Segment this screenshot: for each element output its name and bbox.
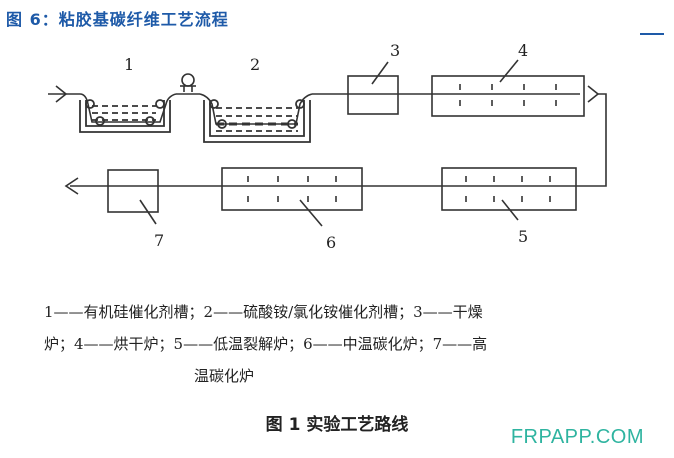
oven-3 [347,61,399,115]
legend: 1——有机硅催化剂槽；2——硫酸铵/氯化铵催化剂槽；3——干燥 炉；4——烘干炉… [44,296,654,392]
legend-line-3: 温碳化炉 [194,367,255,385]
oven-5 [441,167,577,221]
oven-4 [431,59,585,117]
guide-roller [180,73,196,92]
process-diagram: 1 2 3 4 5 6 7 [48,41,607,252]
label-6: 6 [326,233,336,252]
label-3: 3 [390,41,400,60]
label-2: 2 [250,55,260,74]
label-7: 7 [154,231,164,250]
tank-2 [203,99,311,143]
oven-7 [107,169,159,225]
label-1: 1 [124,55,134,74]
page-title: 图 6：粘胶基碳纤维工艺流程 [6,10,229,29]
label-4: 4 [518,41,528,60]
legend-line-2: 炉；4——烘干炉；5——低温裂解炉；6——中温碳化炉；7——高 [44,335,488,353]
label-5: 5 [518,227,528,246]
watermark: FRPAPP.COM [510,426,644,448]
legend-line-1: 1——有机硅催化剂槽；2——硫酸铵/氯化铵催化剂槽；3——干燥 [44,303,483,321]
header-rule [640,33,664,35]
tank-1 [79,99,171,133]
oven-6 [221,167,363,227]
figure-caption: 图 1 实验工艺路线 [265,415,409,435]
